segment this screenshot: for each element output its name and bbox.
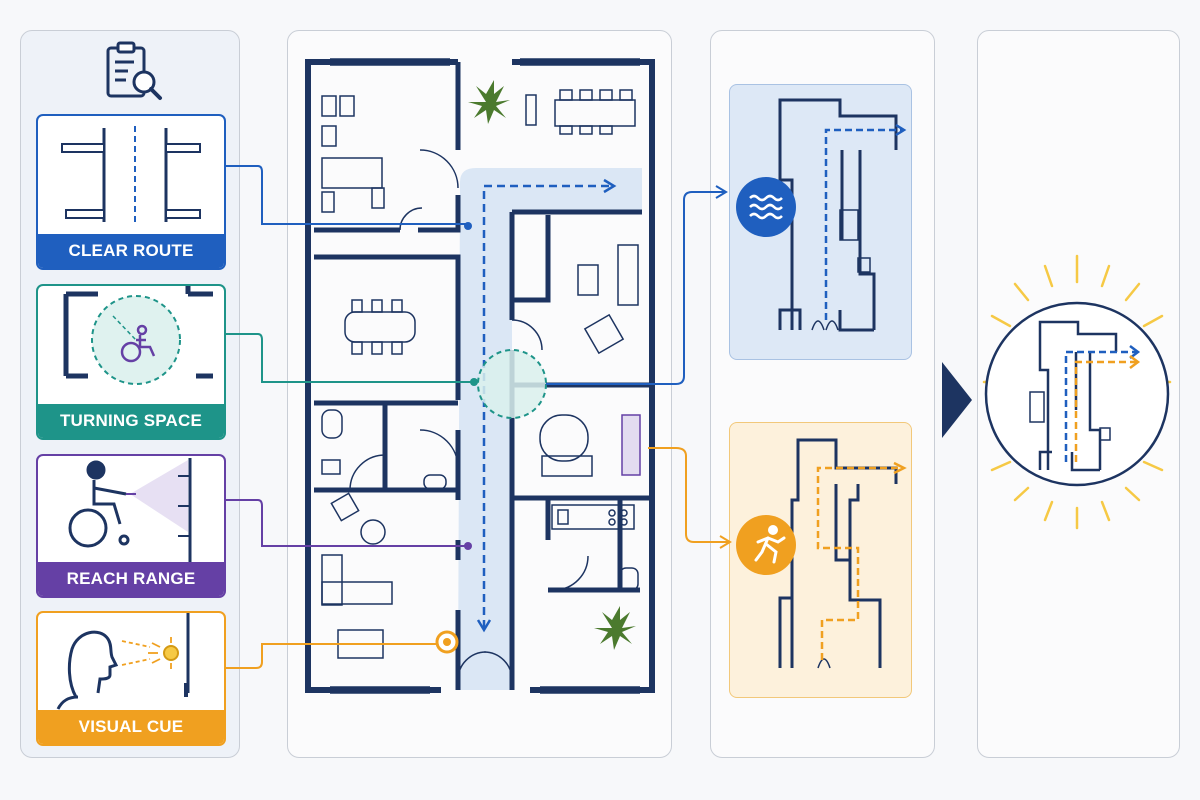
triangle-right-icon: [942, 362, 972, 438]
criteria-connectors: [226, 165, 478, 669]
criterion-label: CLEAR ROUTE: [38, 234, 224, 268]
criterion-label: TURNING SPACE: [38, 404, 224, 438]
calm-route-map: [736, 98, 907, 332]
criterion-label: VISUAL CUE: [38, 710, 224, 744]
wheelchair-user-icon: [68, 460, 130, 548]
outer-wall: [305, 59, 655, 693]
criterion-card-turning-space[interactable]: TURNING SPACE: [36, 284, 226, 440]
criterion-card-visual-cue[interactable]: VISUAL CUE: [36, 611, 226, 746]
visual-cue-illustration: [56, 613, 190, 710]
clear-route-illustration: [61, 126, 201, 224]
criterion-card-reach-range[interactable]: REACH RANGE: [36, 454, 226, 598]
criterion-card-clear-route[interactable]: CLEAR ROUTE: [36, 114, 226, 270]
accessible-route-area: [458, 168, 642, 690]
interior-walls: [314, 62, 652, 690]
criterion-label: REACH RANGE: [38, 562, 224, 596]
result-route-map: [982, 254, 1172, 530]
wheelchair-icon: [120, 324, 156, 363]
mode-connectors: [546, 185, 732, 549]
reach-range-illustration: [68, 458, 192, 562]
rush-route-map: [736, 438, 907, 669]
furniture: [321, 89, 641, 659]
plant-icon: [468, 80, 636, 650]
light-icon: [121, 637, 179, 669]
clipboard-search-icon: [106, 41, 162, 100]
turning-space-illustration: [63, 286, 213, 385]
floor-plan: [305, 58, 655, 694]
face-profile-icon: [56, 630, 119, 710]
